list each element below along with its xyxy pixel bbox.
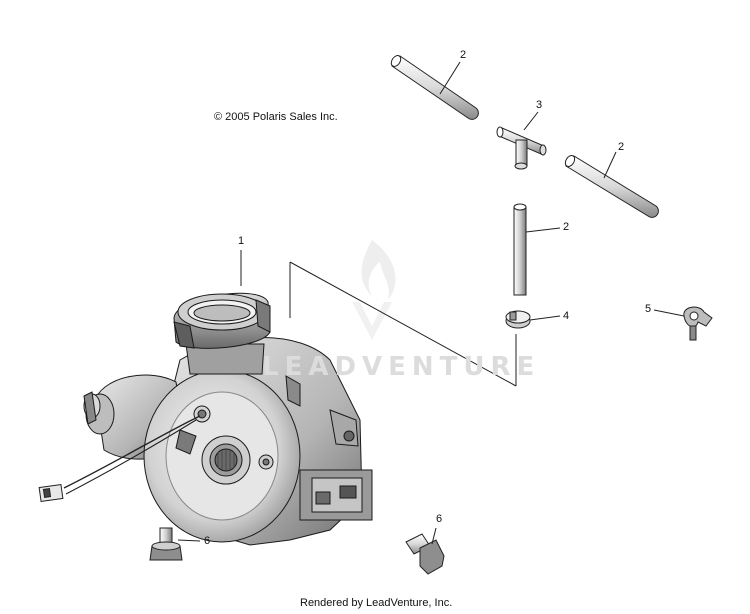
reference-lines bbox=[289, 261, 517, 387]
copyright-text: © 2005 Polaris Sales Inc. bbox=[214, 111, 338, 123]
hose-right bbox=[564, 154, 659, 218]
bolt-bottom bbox=[405, 533, 445, 575]
hose-clamp bbox=[505, 310, 531, 329]
hose-upper bbox=[390, 55, 479, 120]
callout-5: 5 bbox=[645, 303, 652, 315]
callout-6-left: 6 bbox=[204, 535, 211, 547]
footer-text: Rendered by LeadVenture, Inc. bbox=[300, 597, 453, 609]
callout-2-right: 2 bbox=[618, 141, 625, 153]
callout-2-vertical: 2 bbox=[563, 221, 570, 233]
spline-teeth bbox=[217, 449, 235, 471]
callout-4: 4 bbox=[563, 310, 570, 322]
tee-fitting bbox=[496, 126, 547, 170]
callout-3: 3 bbox=[536, 99, 543, 111]
bolt-left bbox=[149, 527, 183, 561]
callout-2-upper: 2 bbox=[460, 49, 467, 61]
watermark-logo bbox=[352, 240, 396, 340]
gearcase-assembly bbox=[83, 292, 373, 546]
leader-lines bbox=[177, 61, 685, 545]
hose-vertical bbox=[513, 203, 527, 296]
callout-1: 1 bbox=[238, 235, 245, 247]
callout-6-bottom: 6 bbox=[436, 513, 443, 525]
watermark-text: LEADVENTURE bbox=[262, 352, 541, 382]
mounting-clip bbox=[683, 306, 713, 341]
wire-harness bbox=[38, 415, 201, 503]
wire-connector bbox=[38, 483, 64, 503]
